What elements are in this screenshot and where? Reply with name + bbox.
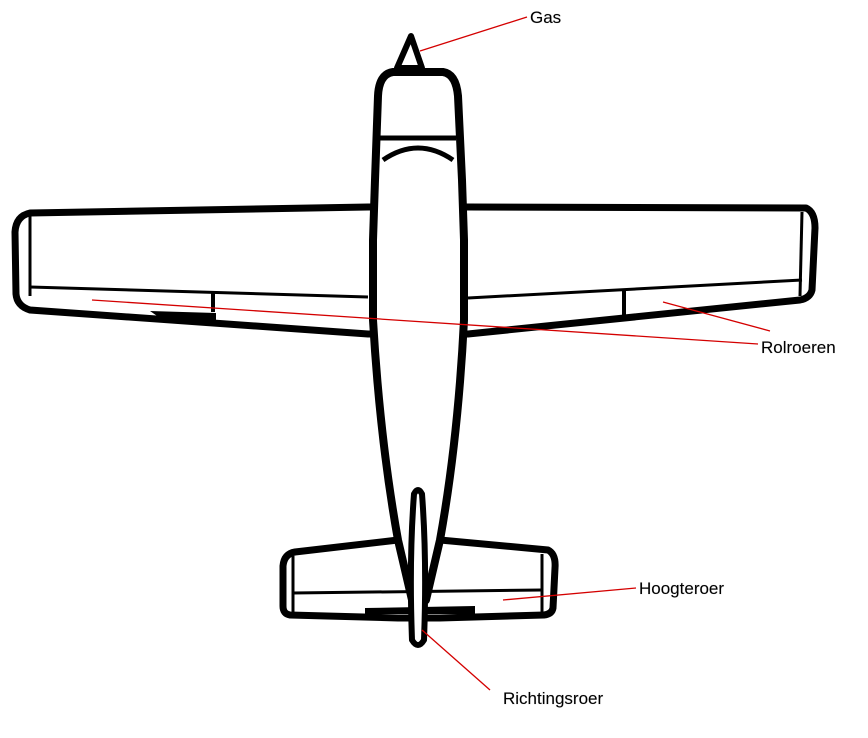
rolroeren-leader-left [91, 299, 759, 345]
right-flap-hinge-line [467, 278, 803, 300]
canopy [381, 145, 455, 163]
gas-label: Gas [530, 8, 561, 27]
annotation-richtingsroer: Richtingsroer [421, 629, 604, 708]
gas-leader-line [419, 16, 528, 52]
left-aileron-shadow [150, 311, 216, 320]
right-wingtip-line [798, 211, 804, 297]
hoogteroer-leader-line [502, 587, 637, 601]
annotation-rolroeren: Rolroeren [91, 299, 836, 357]
rolroeren-label: Rolroeren [761, 338, 836, 357]
annotation-hoogteroer: Hoogteroer [502, 579, 725, 601]
propeller-spinner [394, 33, 425, 71]
richtingsroer-leader-line [421, 629, 491, 691]
airplane-outline [11, 33, 819, 648]
vertical-fin [407, 487, 429, 648]
annotation-gas: Gas [419, 8, 561, 52]
hoogteroer-label: Hoogteroer [639, 579, 724, 598]
rolroeren-leader-right [662, 301, 771, 332]
richtingsroer-label: Richtingsroer [503, 689, 603, 708]
left-flap-hinge-line [29, 285, 369, 299]
